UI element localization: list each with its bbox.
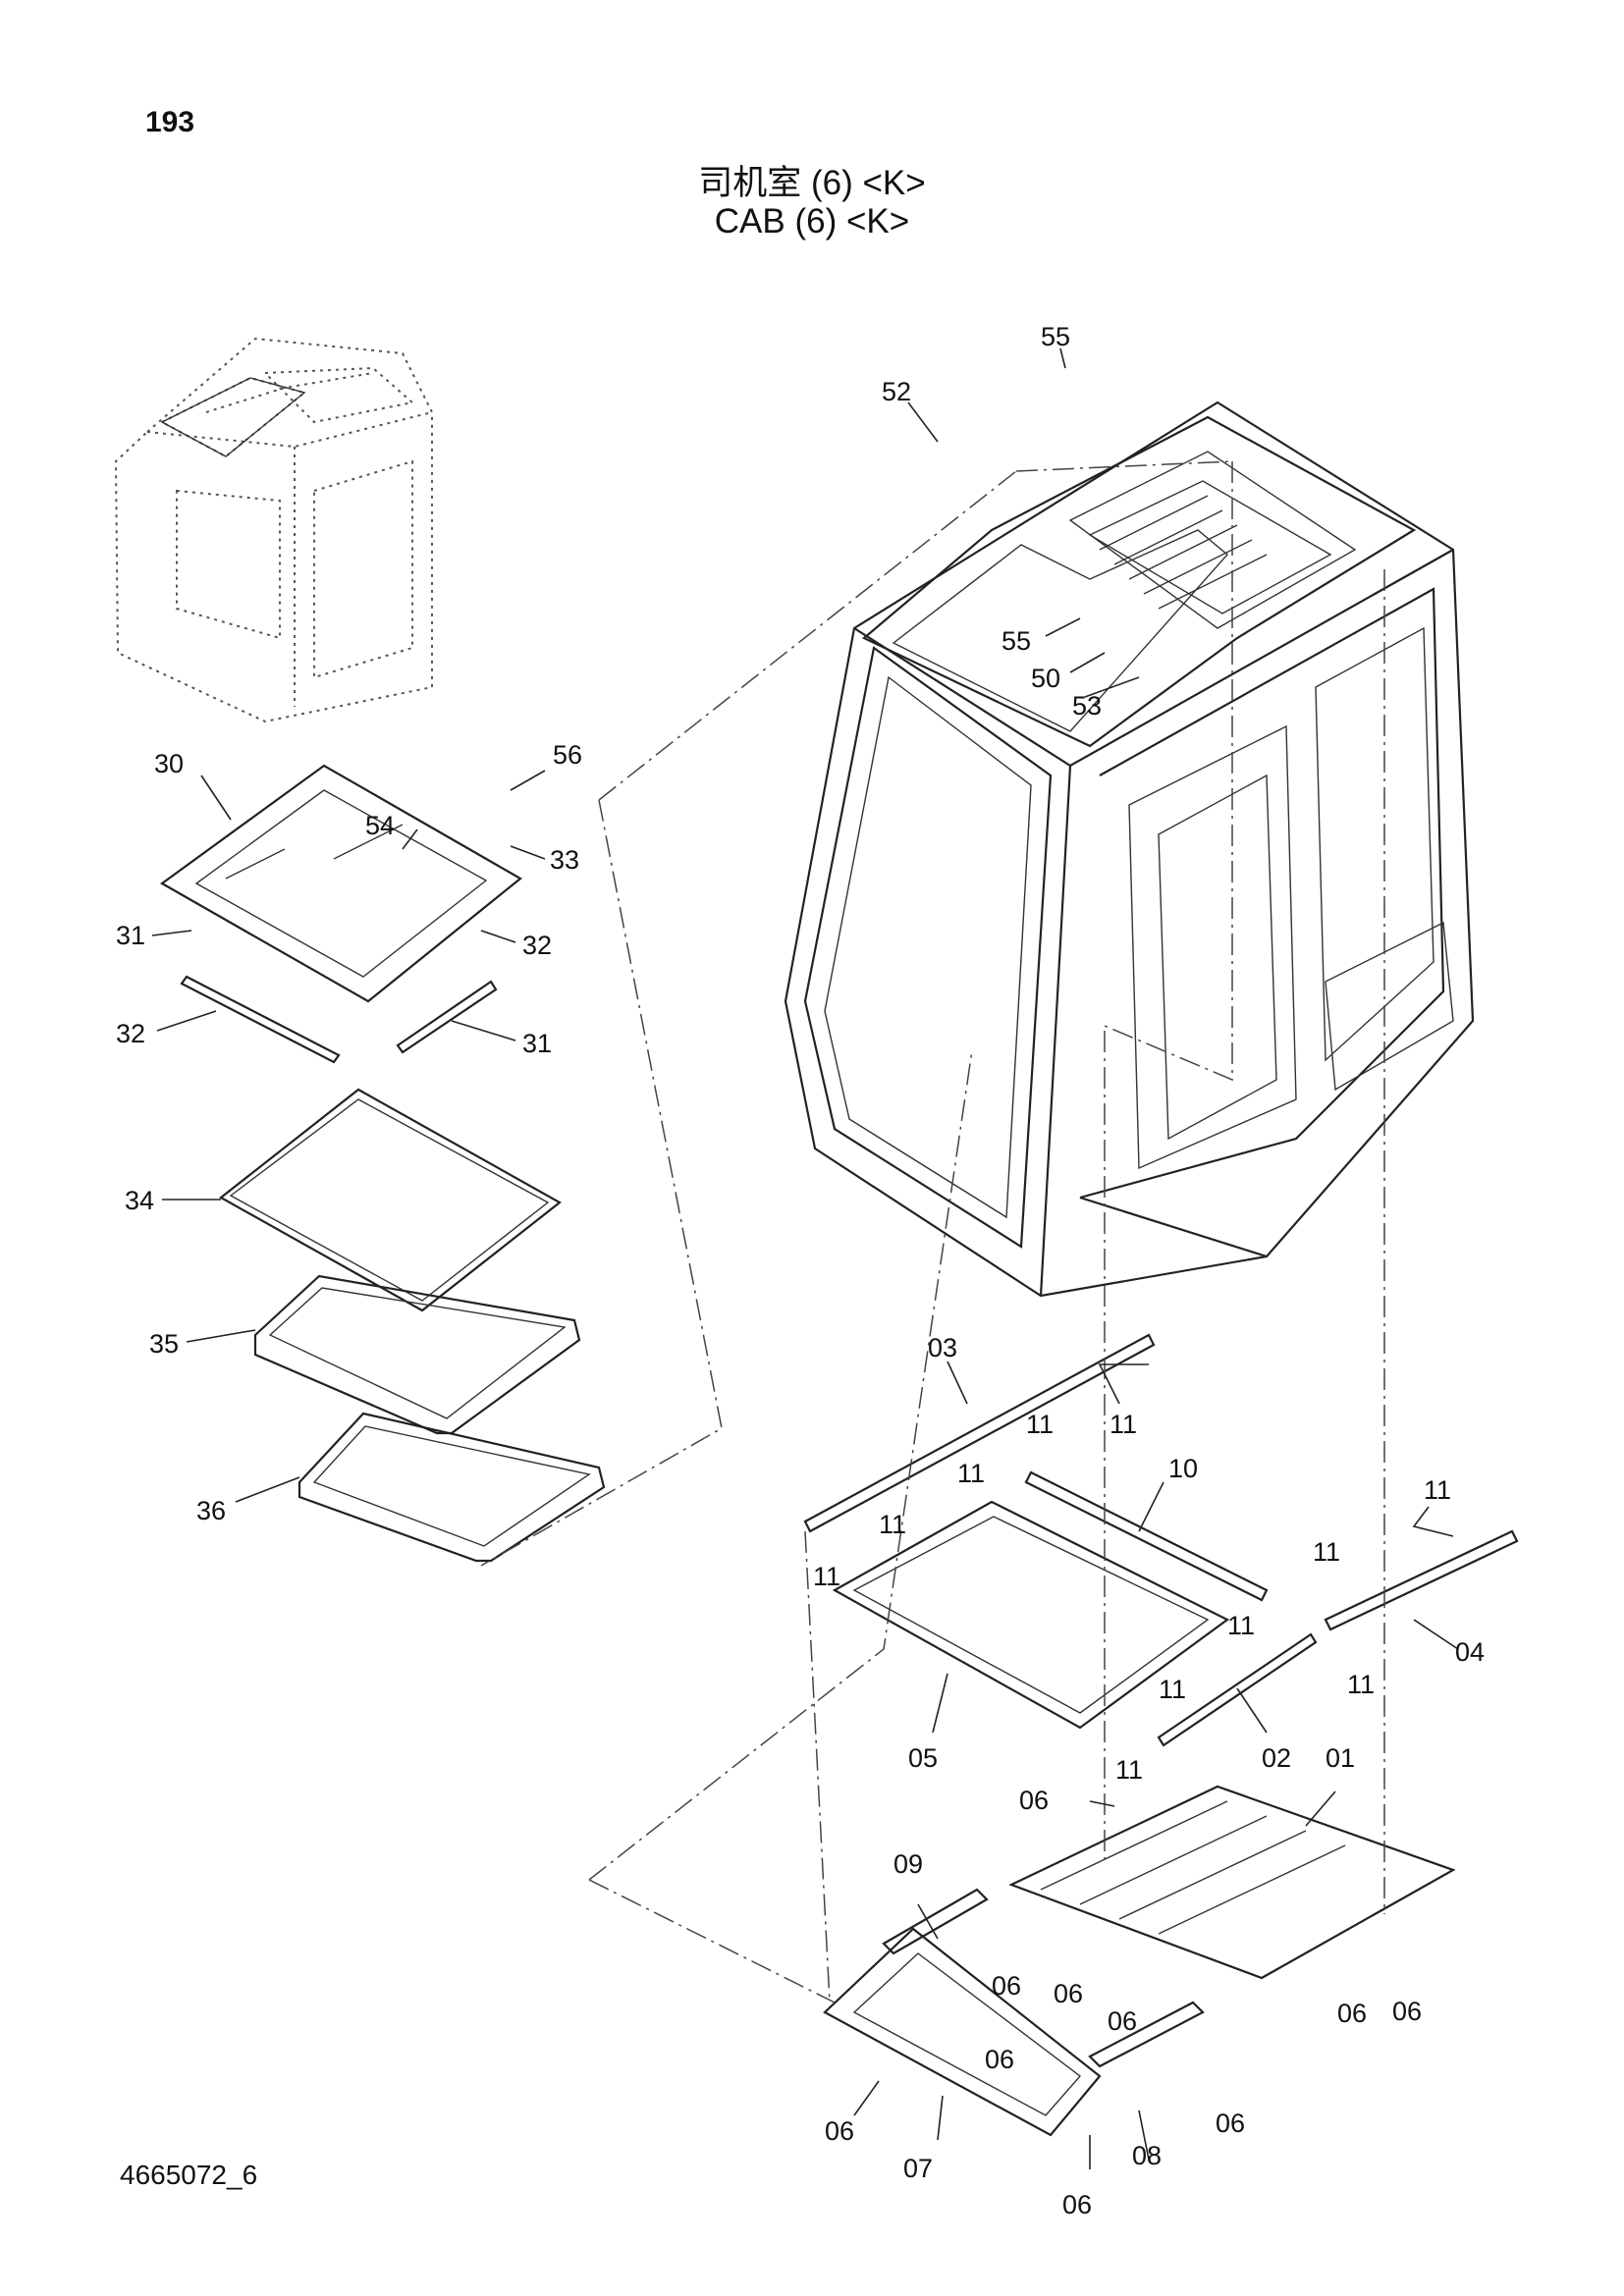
callout-36: 36 xyxy=(196,1496,226,1525)
callout-06e: 06 xyxy=(1337,1999,1367,2028)
inner-cover-05 xyxy=(832,1500,1230,1730)
callout-54: 54 xyxy=(365,811,395,840)
callout-34: 34 xyxy=(125,1186,154,1215)
callout-53: 53 xyxy=(1072,691,1102,721)
overview-cab-illustration xyxy=(114,337,433,723)
callout-50: 50 xyxy=(1031,664,1060,693)
callout-labels: 55 52 55 50 53 30 56 54 33 31 32 32 31 3… xyxy=(116,322,1485,2219)
title-chinese: 司机室 (6) <K> xyxy=(698,164,926,202)
trim-03 xyxy=(803,1333,1156,1533)
callout-56: 56 xyxy=(553,740,582,770)
callout-06d: 06 xyxy=(1108,2006,1137,2036)
callout-32a: 32 xyxy=(522,931,552,960)
callout-31b: 31 xyxy=(522,1029,552,1058)
callout-01: 01 xyxy=(1326,1743,1355,1773)
callout-11d: 11 xyxy=(879,1510,906,1539)
callout-11j: 11 xyxy=(1159,1675,1186,1704)
title-english: CAB (6) <K> xyxy=(714,202,910,240)
callout-11i: 11 xyxy=(1347,1670,1375,1699)
trim-02 xyxy=(1157,1632,1318,1747)
page-number: 193 xyxy=(145,106,195,138)
callout-03: 03 xyxy=(928,1333,957,1362)
callout-11g: 11 xyxy=(1313,1537,1340,1567)
callout-11e: 11 xyxy=(813,1562,840,1591)
callout-35: 35 xyxy=(149,1329,179,1359)
callout-06h: 06 xyxy=(1216,2109,1245,2138)
callout-11a: 11 xyxy=(1026,1410,1054,1439)
trim-04 xyxy=(1324,1529,1519,1631)
callout-10: 10 xyxy=(1168,1454,1198,1483)
callout-31a: 31 xyxy=(116,921,145,950)
callout-33: 33 xyxy=(550,845,579,875)
glass-panel-34 xyxy=(219,1088,562,1312)
callout-05: 05 xyxy=(908,1743,938,1773)
callout-07: 07 xyxy=(903,2154,933,2183)
callout-11k: 11 xyxy=(1115,1755,1143,1785)
callout-06i: 06 xyxy=(825,2116,854,2146)
callout-02: 02 xyxy=(1262,1743,1291,1773)
seal-strip-31-32 xyxy=(180,975,498,1064)
callout-52: 52 xyxy=(882,377,911,406)
roof-frame-07 xyxy=(823,1927,1102,2137)
weatherstrip-35 xyxy=(253,1274,581,1435)
drawing-number: 4665072_6 xyxy=(120,2160,258,2190)
callout-32b: 32 xyxy=(116,1019,145,1048)
callout-11b: 11 xyxy=(1110,1410,1137,1439)
phantom-lines xyxy=(480,460,1385,2003)
seal-09 xyxy=(882,1888,989,1955)
callout-11h: 11 xyxy=(1227,1611,1255,1640)
callout-04: 04 xyxy=(1455,1637,1485,1667)
callout-51: 55 xyxy=(1041,322,1070,351)
callout-55: 55 xyxy=(1001,626,1031,656)
callout-09: 09 xyxy=(893,1849,923,1879)
callout-11f: 11 xyxy=(1424,1475,1451,1505)
callout-08: 08 xyxy=(1132,2141,1162,2170)
leader-lines xyxy=(151,347,1459,2169)
callout-06b: 06 xyxy=(992,1971,1021,2001)
callout-06f: 06 xyxy=(1392,1997,1422,2026)
bracket-10 xyxy=(1024,1470,1269,1602)
callout-06j: 06 xyxy=(1062,2190,1092,2219)
callout-11c: 11 xyxy=(957,1459,985,1488)
cab-frame xyxy=(784,400,1475,1298)
callout-06g: 06 xyxy=(985,2045,1014,2074)
callout-06c: 06 xyxy=(1054,1979,1083,2008)
roof-panel-01 xyxy=(1008,1785,1456,1980)
seal-08 xyxy=(1088,2001,1205,2068)
callout-30: 30 xyxy=(154,749,184,778)
weatherstrip-36 xyxy=(298,1412,606,1563)
callout-06a: 06 xyxy=(1019,1786,1049,1815)
sunroof-frame-30 xyxy=(159,764,522,1003)
